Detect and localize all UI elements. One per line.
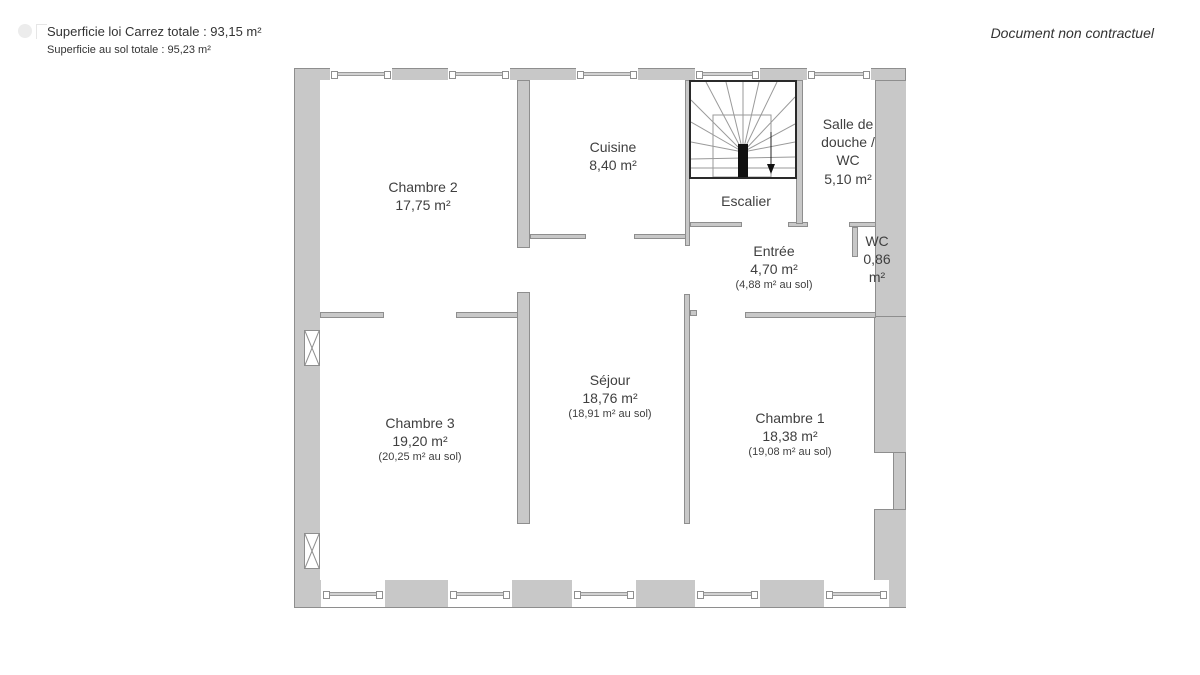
wall-cuisine-bottom-right (634, 234, 690, 239)
window-icon (826, 591, 887, 599)
room-entree: Entrée 4,70 m² (4,88 m² au sol) (735, 243, 813, 292)
carrez-total: Superficie loi Carrez totale : 93,15 m² (47, 24, 262, 39)
window-icon (808, 71, 870, 79)
right-inner-wall (874, 316, 906, 453)
room-salle-de-douche: Salle de douche / WC 5,10 m² (821, 116, 875, 187)
wall-escalier-bottom-left (690, 222, 742, 227)
window-icon (450, 591, 510, 599)
wall-escalier-sdb (796, 80, 803, 224)
window-icon (323, 591, 383, 599)
window-icon (696, 71, 759, 79)
wall-chambre2-cuisine (517, 80, 530, 248)
room-chambre1: Chambre 1 18,38 m² (19,08 m² au sol) (748, 410, 832, 459)
arrow-down-icon (767, 164, 775, 174)
room-wc: WC 0,86 m² (863, 233, 891, 286)
room-chambre3: Chambre 3 19,20 m² (20,25 m² au sol) (378, 415, 462, 464)
watermark-logo-icon (18, 24, 32, 38)
window-icon (331, 71, 391, 79)
room-escalier: Escalier (721, 193, 771, 209)
room-cuisine: Cuisine 8,40 m² (589, 139, 637, 174)
room-sejour: Séjour 18,76 m² (18,91 m² au sol) (568, 372, 652, 421)
sol-total: Superficie au sol totale : 95,23 m² (47, 44, 211, 56)
window-icon (574, 591, 634, 599)
wall-wc-right (875, 80, 906, 317)
wall-entree-chambre1 (745, 312, 876, 318)
wall-wc-bottom-block (876, 294, 906, 316)
wall-sejour-chambre1-stub (690, 310, 697, 316)
wall-chambre2-chambre3-right (456, 312, 520, 318)
wall-sejour-chambre1 (684, 294, 690, 524)
disclaimer: Document non contractuel (990, 25, 1154, 41)
wall-chambre3-sejour (517, 292, 530, 524)
watermark-mark-icon (36, 24, 47, 39)
wall-cuisine-bottom (530, 234, 586, 239)
window-icon (577, 71, 637, 79)
wall-chambre2-chambre3-left (320, 312, 384, 318)
stairs-icon (689, 80, 797, 179)
wall-wc-left (852, 227, 858, 257)
window-icon (449, 71, 509, 79)
room-chambre2: Chambre 2 17,75 m² (388, 179, 458, 214)
window-icon (697, 591, 758, 599)
vent-icon (304, 330, 320, 366)
bay-alcove (874, 452, 894, 510)
vent-icon (304, 533, 320, 569)
